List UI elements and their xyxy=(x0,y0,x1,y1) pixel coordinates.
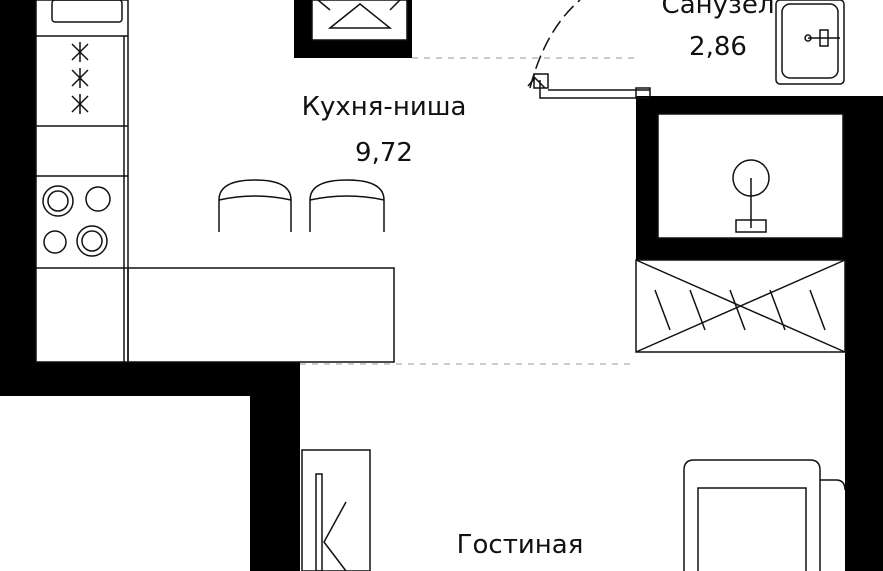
bar-stools xyxy=(218,179,385,232)
kitchen-name: Кухня-ниша xyxy=(301,92,467,122)
wardrobe-icon xyxy=(635,259,846,353)
bathroom-name: Санузел xyxy=(661,0,775,20)
wall-shaft-right xyxy=(407,0,412,58)
wall-step-vertical xyxy=(250,362,300,571)
stove-icon xyxy=(42,185,111,257)
kitchen-counter xyxy=(35,0,129,363)
room-separators xyxy=(300,57,636,365)
stool xyxy=(309,179,385,232)
shower-icon xyxy=(657,113,844,239)
wall-bath-vertical xyxy=(636,96,658,260)
wall-left xyxy=(0,0,36,395)
kitchen-area: 9,72 xyxy=(355,138,413,168)
fridge-icon xyxy=(71,42,89,114)
shaft-cross xyxy=(317,0,401,29)
bathroom-area: 2,86 xyxy=(689,32,747,62)
sink-icon xyxy=(775,0,845,85)
wall-right-lower xyxy=(845,258,883,571)
tv-cabinet-icon xyxy=(301,449,371,571)
wall-bath-top-right xyxy=(650,96,850,114)
wall-right xyxy=(843,96,883,260)
wall-shaft-bottom xyxy=(294,40,412,58)
bar-counter xyxy=(127,267,395,363)
living-name: Гостиная xyxy=(456,530,584,560)
stool xyxy=(218,179,292,232)
shaft-interior xyxy=(311,0,408,41)
wall-bath-bottom xyxy=(636,238,883,260)
bathroom-door xyxy=(527,0,651,99)
sofa-icon xyxy=(683,459,846,571)
